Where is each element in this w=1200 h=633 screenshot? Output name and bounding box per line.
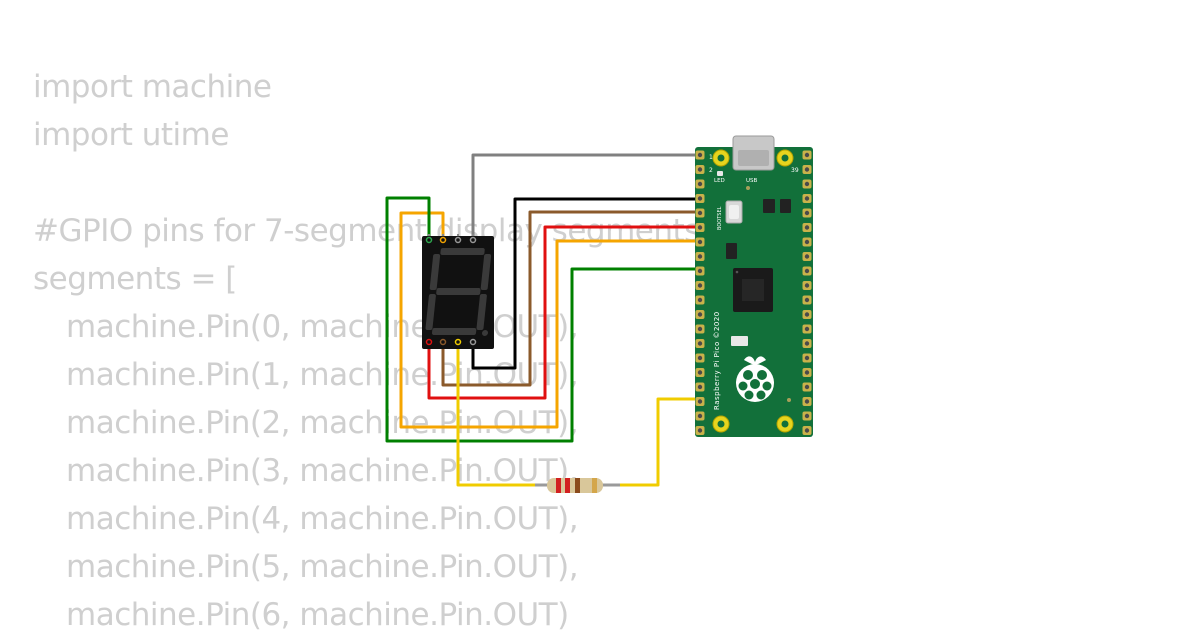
pico-pin-hole (804, 239, 810, 245)
pico-pin-hole (804, 268, 810, 274)
pico-pin-hole (804, 152, 810, 158)
board-name-label: Raspberry Pi Pico ©2020 (713, 311, 721, 410)
pico-pin-hole (697, 152, 703, 158)
resistor-band (592, 478, 597, 493)
wire-brown[interactable] (441, 210, 702, 387)
pico-pin-hole (804, 399, 810, 404)
pico-pin-hole (697, 370, 703, 375)
wire-yellow-top[interactable] (456, 340, 549, 487)
display-pin-dots-bottom (425, 338, 477, 346)
raspberry-logo-icon (736, 356, 774, 402)
display-pin-dots-top (425, 236, 477, 244)
code-line: machine.Pin(5, machine.Pin.OUT), (66, 549, 579, 585)
segment-f (429, 254, 441, 290)
resistor-band (556, 478, 561, 493)
pico-pin-hole (697, 384, 703, 390)
pico-pin-hole (804, 167, 810, 172)
pico-pin-hole (804, 181, 810, 187)
wire-red[interactable] (427, 225, 702, 400)
pico-pin-hole (804, 413, 810, 419)
code-line: machine.Pin(6, machine.Pin.OUT) (66, 597, 569, 633)
wire-yellow-bottom[interactable] (603, 397, 702, 487)
pico-pin-hole (804, 297, 810, 303)
segment-a (440, 248, 485, 255)
raspberry-pi-pico-board[interactable]: 1 2 39 LED USB BOOTSEL (695, 135, 813, 437)
pico-pin-hole (697, 196, 703, 201)
pico-pin-hole (697, 297, 703, 303)
wire-green[interactable] (385, 196, 702, 443)
pin-2-label: 2 (709, 167, 713, 174)
resistor-band (575, 478, 580, 493)
pico-header-pins (695, 150, 812, 435)
wire-gray[interactable] (471, 153, 702, 242)
pin-39-label: 39 (791, 167, 799, 174)
debug-pad (731, 336, 748, 346)
pin-1-label: 1 (709, 154, 713, 161)
resistor-bands (556, 478, 597, 493)
segment-e (425, 294, 436, 330)
pico-pin-hole (804, 355, 810, 361)
pico-pin-hole (697, 413, 703, 419)
led-label: LED (714, 178, 725, 184)
pico-pin-hole (697, 283, 703, 288)
pico-pin-hole (697, 399, 703, 404)
display-digit-segments (425, 248, 492, 336)
resistor[interactable] (535, 478, 620, 493)
pico-pin-hole (804, 210, 810, 216)
code-line: machine.Pin(2, machine.Pin.OUT), (66, 405, 579, 441)
smd-components (726, 199, 791, 259)
segment-dp (481, 330, 489, 336)
rp2040-chip (733, 268, 773, 312)
pico-pin-hole (804, 370, 810, 375)
test-point-bottom (787, 398, 791, 402)
wires (385, 153, 702, 487)
bootsel-label: BOOTSEL (717, 206, 723, 230)
pico-pin-hole (804, 254, 810, 259)
pico-pin-hole (697, 210, 703, 216)
pico-pin-hole (804, 196, 810, 201)
pico-pin-hole (804, 312, 810, 317)
segment-d (431, 328, 477, 335)
segment-c (476, 294, 487, 330)
pico-pin-hole (697, 341, 703, 346)
resistor-band (565, 478, 570, 493)
wire-black[interactable] (471, 197, 702, 370)
pico-pin-hole (697, 428, 703, 433)
pico-pin-hole (804, 283, 810, 288)
segment-b (480, 254, 492, 290)
pico-pin-hole (697, 167, 703, 172)
code-line: import utime (33, 117, 229, 153)
segment-g (436, 288, 481, 295)
seven-segment-display[interactable] (422, 234, 497, 349)
pico-pin-hole (804, 225, 810, 230)
pico-pin-hole (697, 355, 703, 361)
pico-pin-hole (804, 341, 810, 346)
pico-pin-hole (804, 326, 810, 332)
pico-pin-hole (697, 181, 703, 187)
test-point (746, 186, 750, 190)
code-line: segments = [ (33, 261, 237, 297)
wire-orange[interactable] (399, 211, 702, 429)
pico-pin-hole (697, 312, 703, 317)
code-line: machine.Pin(3, machine.Pin.OUT), (66, 453, 579, 489)
code-line: import machine (33, 69, 272, 105)
pico-pin-hole (697, 326, 703, 332)
led-indicator (717, 171, 723, 176)
pico-pin-hole (804, 428, 810, 433)
pico-pin-hole (697, 225, 703, 230)
code-line: machine.Pin(4, machine.Pin.OUT), (66, 501, 579, 537)
usb-label: USB (746, 178, 758, 184)
pico-pin-hole (804, 384, 810, 390)
pico-pin-hole (697, 239, 703, 245)
pico-pin-hole (697, 254, 703, 259)
code-line: machine.Pin(1, machine.Pin.OUT), (66, 357, 579, 393)
pico-pin-hole (697, 268, 703, 274)
